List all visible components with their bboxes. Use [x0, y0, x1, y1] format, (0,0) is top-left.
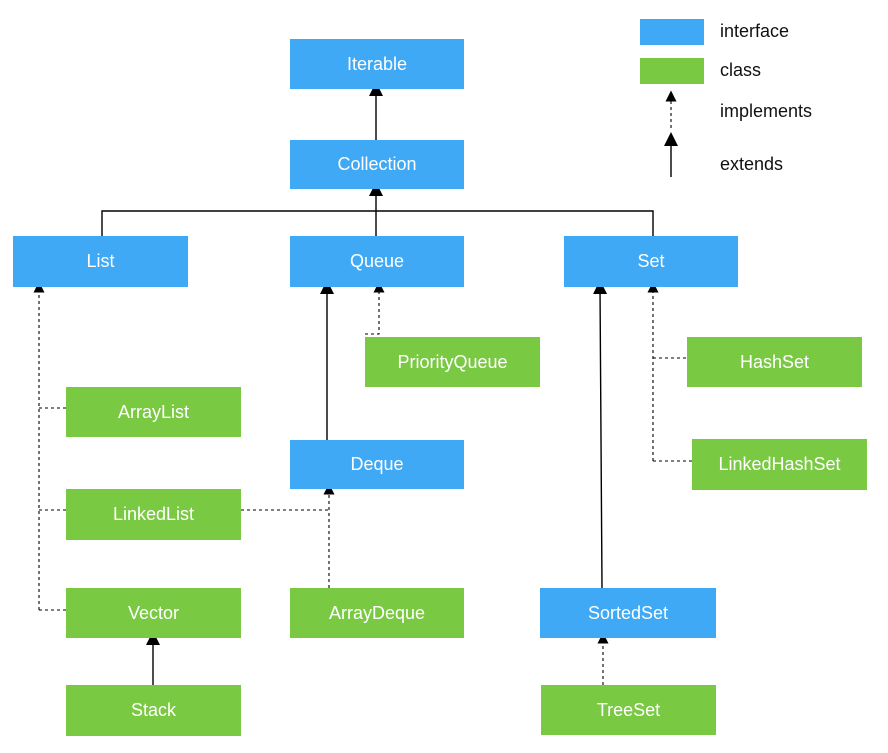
node-collection: Collection [290, 140, 464, 189]
node-set: Set [564, 236, 738, 287]
node-linkedhashset: LinkedHashSet [692, 439, 867, 490]
legend-class-label: class [720, 60, 762, 80]
node-vector: Vector [66, 588, 241, 638]
node-hashset: HashSet [687, 337, 862, 387]
edge-priorityqueue-queue [365, 281, 385, 335]
node-priorityqueue: PriorityQueue [365, 337, 540, 387]
edge-list-queue-set-collection [101, 210, 654, 236]
implements-edges [33, 281, 692, 685]
extends-edges [101, 82, 654, 685]
legend-interface-label: interface [720, 21, 790, 41]
node-linkedlist: LinkedList [66, 489, 241, 540]
node-treeset: TreeSet [541, 685, 716, 735]
legend-class-swatch [640, 58, 704, 84]
node-sortedset: SortedSet [540, 588, 716, 638]
node-iterable: Iterable [290, 39, 464, 89]
legend-implements-label: implements [720, 101, 813, 121]
node-arraydeque: ArrayDeque [290, 588, 464, 638]
legend-interface-swatch [640, 19, 704, 45]
node-deque: Deque [290, 440, 464, 489]
node-arraylist: ArrayList [66, 387, 241, 437]
node-stack: Stack [66, 685, 241, 736]
edge-sortedset-set [593, 280, 608, 589]
node-queue: Queue [290, 236, 464, 287]
node-list: List [13, 236, 188, 287]
legend-extends-label: extends [720, 154, 784, 174]
